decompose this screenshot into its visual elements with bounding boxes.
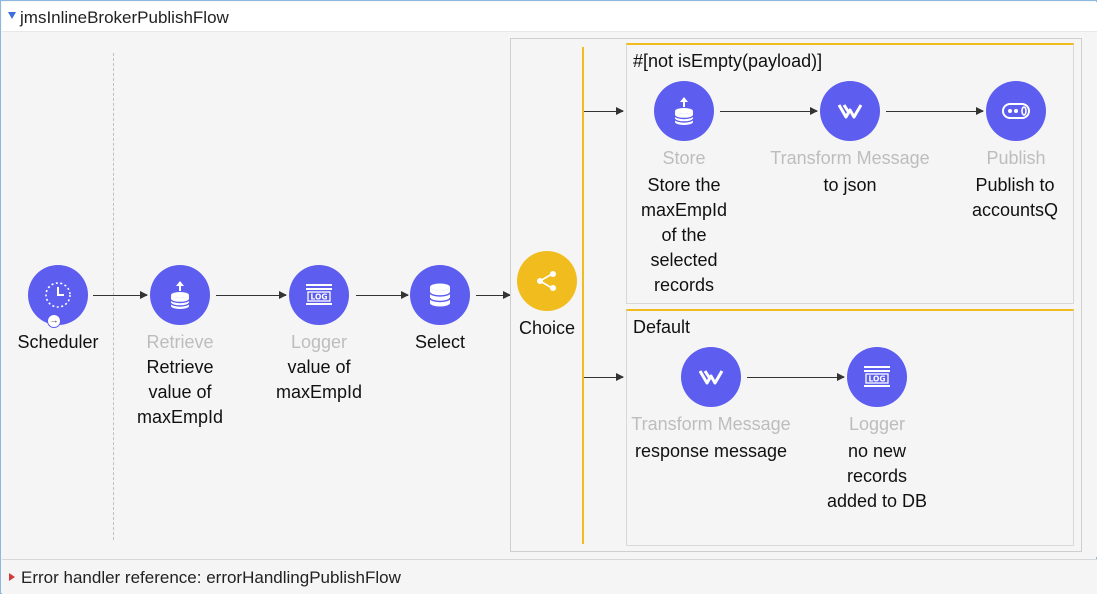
connector-arrow [93,291,148,299]
transform-node[interactable] [820,81,880,141]
transform-type-label: Transform Message [631,414,791,434]
connector-arrow [747,373,845,381]
retrieve-node[interactable] [150,265,210,325]
store-node[interactable] [654,81,714,141]
route-condition[interactable]: #[not isEmpty(payload)] [633,51,823,71]
logger-node[interactable]: LOG [289,265,349,325]
publish-node[interactable] [986,81,1046,141]
transform-name-label: to json [823,175,877,195]
logger-node[interactable]: LOG [847,347,907,407]
publish-icon [1002,103,1030,119]
logger-icon: LOG [306,284,332,305]
database-retrieve-icon [170,281,190,309]
transform-node[interactable] [681,347,741,407]
logger-icon: LOG [864,366,890,387]
scheduler-clock-icon [45,282,71,308]
publish-name-label: Publish to accountsQ [971,175,1059,220]
connector-arrow [356,291,409,299]
select-label: Select [414,332,466,352]
retrieve-type-label: Retrieve [146,332,214,352]
route-arrow [584,373,624,381]
error-handler-bar[interactable]: Error handler reference: errorHandlingPu… [2,559,1097,594]
route-default-label[interactable]: Default [633,317,691,337]
retrieve-name-label: Retrieve value of maxEmpId [136,357,224,427]
choice-router-line [582,47,584,544]
error-handler-reference: Error handler reference: errorHandlingPu… [21,568,401,587]
logger-name-label: value of maxEmpId [275,357,363,402]
choice-node[interactable] [517,251,577,311]
transform-type-label: Transform Message [770,148,930,168]
expand-triangle-icon[interactable] [9,573,15,581]
store-name-label: Store the maxEmpId of the selected recor… [640,175,728,295]
database-icon [429,283,451,307]
logger-type-label: Logger [290,332,348,352]
choice-label: Choice [518,318,576,338]
choice-router-icon [537,271,556,291]
svg-text:LOG: LOG [868,375,885,384]
scheduler-label: Scheduler [17,332,99,352]
svg-text:LOG: LOG [310,293,327,302]
select-node[interactable] [410,265,470,325]
source-divider [113,53,114,540]
connector-arrow [476,291,511,299]
logger-type-label: Logger [848,414,906,434]
flow-title: jmsInlineBrokerPublishFlow [20,8,229,27]
database-store-icon [674,97,694,125]
publish-type-label: Publish [986,148,1046,168]
route-arrow [584,107,624,115]
transform-icon [698,370,724,385]
collapse-triangle-icon[interactable] [8,12,16,19]
store-type-label: Store [662,148,706,168]
connector-arrow [216,291,287,299]
transform-icon [837,104,863,119]
logger-name-label: no new records added to DB [826,441,928,511]
flow-header[interactable]: jmsInlineBrokerPublishFlow [2,2,1097,32]
transform-name-label: response message [634,441,788,461]
connector-arrow [720,107,818,115]
connector-arrow [886,107,984,115]
scheduler-source-badge-icon: → [47,314,61,328]
